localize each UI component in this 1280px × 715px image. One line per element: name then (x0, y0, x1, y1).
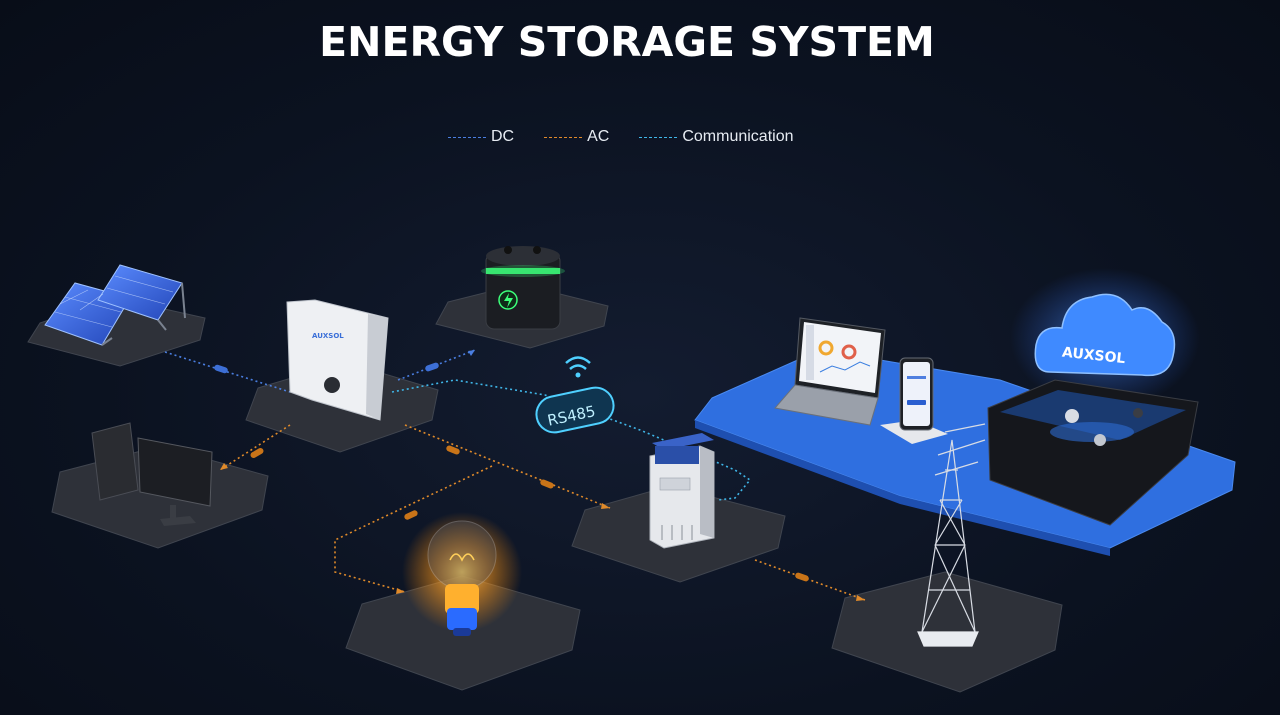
arrow-icon (220, 463, 228, 470)
ac-flow-marker (404, 510, 418, 520)
light-bulb-icon (402, 512, 522, 636)
arrow-icon (856, 595, 865, 601)
meter-icon (649, 433, 715, 549)
legend-item-ac: AC (544, 128, 609, 146)
legend: DC AC Communication (448, 127, 824, 147)
arrow-icon (396, 588, 405, 594)
rs485-badge: RS485 (535, 386, 615, 434)
arrow-icon (601, 503, 610, 509)
cloud-brand: AUXSOL (1061, 345, 1126, 368)
ac-flow-marker (446, 445, 460, 455)
dc-line-swatch (448, 136, 486, 138)
ac-line-meter-grid (754, 559, 866, 601)
battery-icon (481, 246, 565, 330)
backup-load-icon (91, 422, 213, 526)
legend-label-dc: DC (491, 128, 515, 145)
phone-icon (880, 357, 948, 444)
dc-flow-marker (214, 364, 228, 374)
arrow-icon (468, 350, 475, 356)
comm-line-swatch (639, 136, 678, 138)
legend-item-dc: DC (448, 128, 514, 146)
solar-panel-icon (44, 264, 186, 346)
dc-flow-marker (425, 362, 439, 372)
dc-line-solar-inverter (164, 351, 291, 393)
ac-flow-marker (540, 479, 554, 489)
cloud-icon: AUXSOL (1010, 268, 1200, 408)
laptop-icon (774, 317, 886, 426)
legend-label-communication: Communication (682, 128, 794, 145)
page-title: ENERGY STORAGE SYSTEM (319, 18, 935, 66)
legend-label-ac: AC (587, 128, 610, 145)
ac-flow-marker (250, 448, 264, 458)
inverter-brand: AUXSOL (312, 332, 344, 340)
ac-line-swatch (544, 136, 583, 138)
inverter-icon: AUXSOL (286, 299, 389, 421)
transmission-tower-icon (917, 423, 986, 647)
ac-flow-marker (795, 572, 809, 582)
ac-line-to-bulb (334, 465, 493, 593)
ac-line-inverter-backup (219, 424, 291, 471)
wifi-icon (565, 356, 591, 378)
legend-item-communication: Communication (639, 128, 794, 146)
server-box-icon (987, 379, 1199, 526)
ac-line-inverter-meter (404, 424, 611, 509)
